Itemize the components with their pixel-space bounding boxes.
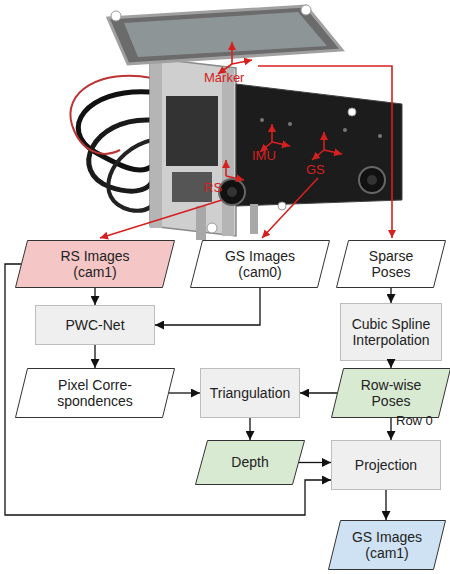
node-text: Pixel Corre- spondences (45, 377, 145, 409)
marker-ball (207, 223, 217, 233)
flow-arrow (390, 361, 391, 368)
node-text: Row-wise Poses (356, 377, 426, 409)
lens-center (367, 175, 377, 185)
part-label: GS (306, 162, 325, 177)
marker-ball (278, 202, 286, 210)
screw (343, 128, 347, 132)
node-text: GS Images (cam0) (220, 248, 300, 280)
input-data: Sparse Poses (336, 240, 446, 288)
marker-ball (348, 108, 356, 116)
node-text: PWC-Net (65, 317, 124, 333)
process-box: Cubic Spline Interpolation (340, 303, 442, 361)
gs-camera-lens (359, 167, 385, 193)
node-text: Cubic Spline Interpolation (341, 316, 441, 348)
part-label: IMU (252, 148, 276, 163)
screw (288, 122, 292, 126)
node-text: Triangulation (210, 385, 290, 401)
flow-arrow (155, 288, 260, 325)
screw (260, 118, 264, 122)
data-box: Pixel Corre- spondences (15, 368, 175, 418)
screw (378, 134, 382, 138)
flow-arrow (169, 392, 200, 393)
camera-plate (236, 84, 402, 206)
part-label: RS (204, 180, 222, 195)
input-data: RS Images (cam1) (15, 240, 175, 288)
parallelogram-shape (191, 241, 330, 288)
lens-center (227, 187, 237, 197)
flow-arrow (94, 345, 95, 368)
marker-ball (111, 11, 121, 21)
parallelogram-shape (16, 241, 175, 288)
node-text: Depth (231, 454, 268, 470)
part-label: Marker (204, 70, 244, 85)
flow-arrow (299, 462, 331, 463)
flow-arrow (390, 288, 391, 303)
frame-post (150, 58, 162, 228)
screen (108, 6, 342, 64)
cable (108, 140, 156, 211)
node-text: Sparse Poses (361, 248, 421, 280)
electronics (166, 96, 218, 166)
process-box: Projection (331, 440, 441, 490)
leader-arrow (100, 66, 392, 238)
coordinate-axes (218, 42, 342, 180)
parallelogram-shape (337, 241, 446, 288)
rs-camera-lens (219, 179, 245, 205)
flow-arrow (390, 418, 391, 440)
input-data: GS Images (cam0) (190, 240, 330, 288)
flow-arrow (249, 418, 250, 440)
marker-ball (301, 5, 311, 15)
node-text: RS Images (cam1) (55, 248, 135, 280)
flow-arrow (94, 288, 95, 305)
parallelogram-shape (16, 369, 175, 418)
process-box: PWC-Net (35, 305, 155, 345)
data-box: Row-wise Poses (331, 368, 450, 418)
edge-label: Row 0 (396, 413, 433, 428)
data-box: Depth (195, 440, 305, 485)
process-box: Triangulation (200, 368, 300, 418)
rig-leg (250, 204, 258, 234)
screen-glass (124, 12, 327, 57)
frame-post (222, 68, 234, 236)
flow-arrow (300, 392, 337, 393)
flow-arrow (5, 264, 331, 515)
node-text: GS Images (cam1) (347, 529, 427, 561)
output-data: GS Images (cam1) (328, 520, 446, 570)
parallelogram-shape (329, 521, 446, 570)
node-text: Projection (355, 457, 417, 473)
flow-arrow (385, 490, 386, 520)
rig-leg (196, 206, 206, 240)
parallelogram-shape (196, 441, 305, 485)
parallelogram-shape (332, 369, 450, 418)
rig-photo (0, 0, 450, 240)
